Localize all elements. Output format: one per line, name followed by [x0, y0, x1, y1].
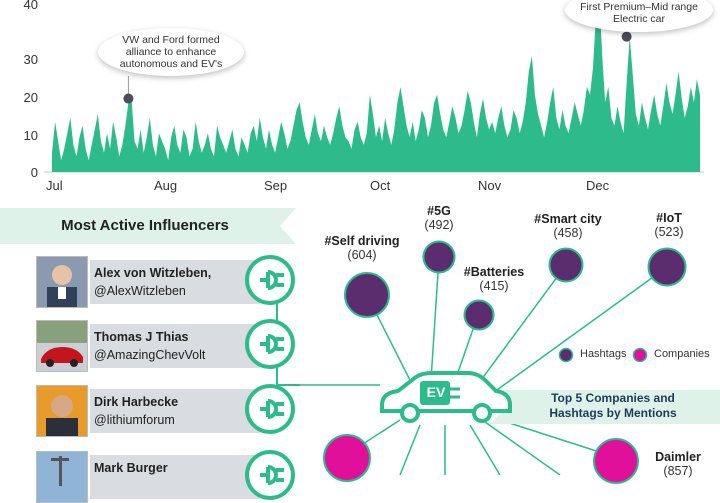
- y-tick-label: 20: [23, 90, 38, 105]
- influencer-card: Alex von Witzleben, @AlexWitzleben: [90, 260, 260, 304]
- mentions-area-series: [52, 0, 700, 172]
- influencer-name: Dirk Harbecke: [94, 395, 179, 409]
- y-tick-label: 40: [23, 0, 38, 12]
- influencer-row[interactable]: Dirk Harbecke @lithiumforum: [36, 384, 295, 437]
- hashtag-count: (415): [479, 279, 509, 293]
- hashtag-name: #Self driving: [324, 234, 400, 248]
- legend-company-swatch: [632, 347, 648, 363]
- annotation-text: VW and Ford formed alliance to enhance a…: [119, 34, 223, 70]
- network-caption: Top 5 Companies and Hashtags by Mentions: [549, 391, 677, 420]
- influencer-handle: @AmazingChevVolt: [94, 348, 206, 362]
- influencer-row[interactable]: Thomas J Thias @AmazingChevVolt: [36, 319, 295, 372]
- plug-icon: [245, 319, 295, 369]
- influencer-name: Mark Burger: [94, 461, 168, 475]
- hashtag-node-batteries[interactable]: [463, 299, 495, 331]
- y-tick-label: 10: [23, 128, 38, 143]
- x-tick-sep: Sep: [264, 178, 288, 193]
- hashtag-node-5g[interactable]: [422, 240, 456, 274]
- influencers-title: Most Active Influencers: [61, 217, 229, 234]
- ev-car-icon: [380, 371, 512, 423]
- legend-companies-label: Companies: [654, 348, 710, 360]
- influencer-handle: @AlexWitzleben: [94, 284, 186, 298]
- hashtag-node-smart-city[interactable]: [548, 247, 584, 283]
- y-tick-label: 0: [30, 165, 38, 180]
- hashtag-label-self-driving: #Self driving (604): [300, 234, 424, 262]
- area-plot: [44, 0, 704, 173]
- hashtag-name: #Batteries: [463, 265, 525, 279]
- hashtag-name: #IoT: [656, 211, 682, 225]
- panel-title-ribbon: [0, 208, 296, 244]
- hashtag-count: (604): [347, 248, 377, 262]
- hashtag-node-iot[interactable]: [647, 247, 687, 287]
- influencer-name: Alex von Witzleben,: [94, 266, 212, 280]
- hashtag-label-iot: #IoT (523): [636, 211, 702, 239]
- plug-icon: [245, 384, 295, 434]
- hashtag-label-5g: #5G (492): [405, 204, 473, 232]
- influencer-name: Thomas J Thias: [94, 330, 189, 344]
- hashtag-node-self-driving[interactable]: [343, 271, 391, 319]
- company-name: Daimler: [655, 450, 701, 464]
- influencer-card: Dirk Harbecke @lithiumforum: [90, 389, 260, 433]
- x-tick-oct: Oct: [370, 178, 391, 193]
- annotation-text: First Premium–Mid range Electric car: [580, 1, 698, 25]
- legend: Hashtags Companies: [558, 346, 718, 364]
- influencer-handle: @lithiumforum: [94, 413, 175, 427]
- legend-hashtags-label: Hashtags: [580, 348, 627, 360]
- company-node[interactable]: [322, 433, 372, 483]
- legend-hashtag-swatch: [558, 347, 574, 363]
- annotation-bubble-alliance: VW and Ford formed alliance to enhance a…: [98, 28, 244, 76]
- hashtag-name: #5G: [427, 204, 451, 218]
- hashtag-label-batteries: #Batteries (415): [444, 265, 544, 293]
- influencer-row[interactable]: Alex von Witzleben, @AlexWitzleben: [36, 255, 295, 308]
- x-tick-jul: Jul: [46, 178, 63, 193]
- company-count: (857): [663, 464, 693, 478]
- hashtag-count: (458): [553, 226, 583, 240]
- company-label-daimler: Daimler (857): [640, 450, 716, 478]
- x-tick-nov: Nov: [478, 178, 502, 193]
- plug-icon: [245, 255, 295, 305]
- hashtag-count: (523): [654, 225, 684, 239]
- avatar: [36, 256, 88, 308]
- hashtag-count: (492): [424, 218, 454, 232]
- ev-label: EV: [426, 384, 446, 400]
- y-tick-label: 30: [23, 52, 38, 67]
- network-lines: [295, 257, 720, 475]
- avatar: [36, 320, 88, 372]
- company-node-daimler[interactable]: [592, 437, 640, 485]
- influencer-card: Thomas J Thias @AmazingChevVolt: [90, 324, 260, 368]
- annotation-marker[interactable]: [123, 93, 134, 104]
- hashtag-label-smart-city: #Smart city (458): [516, 212, 620, 240]
- x-tick-dec: Dec: [586, 178, 610, 193]
- x-tick-aug: Aug: [154, 178, 178, 193]
- hashtag-name: #Smart city: [534, 212, 602, 226]
- annotation-marker[interactable]: [621, 31, 632, 42]
- avatar: [36, 385, 88, 437]
